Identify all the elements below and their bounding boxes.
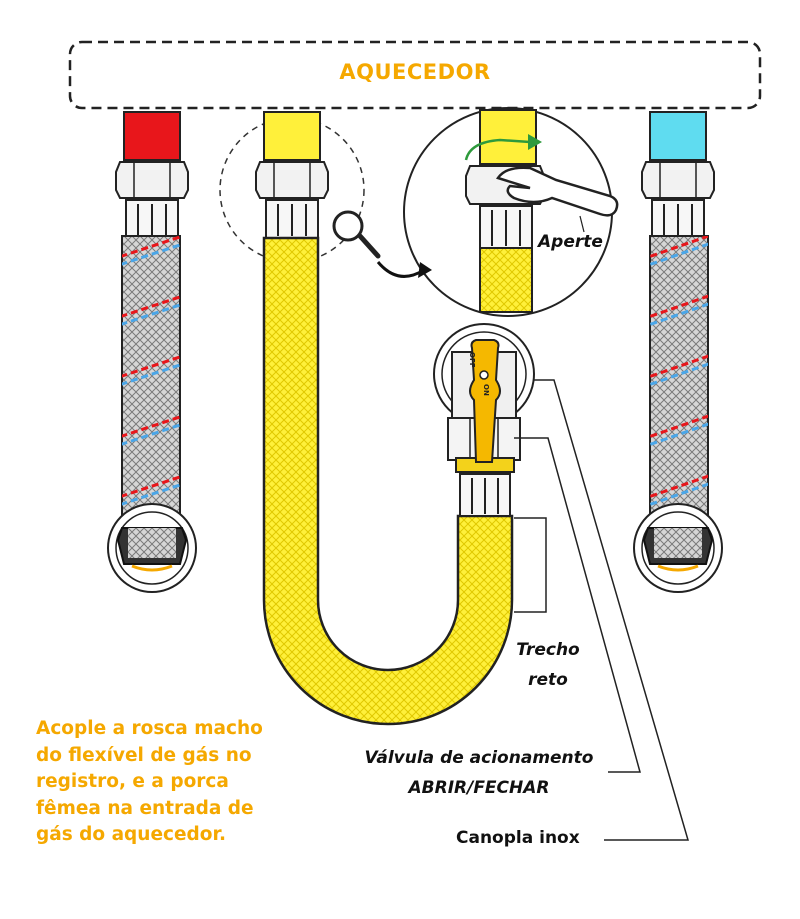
cold-inlet-pipe xyxy=(649,111,707,161)
gas-connection xyxy=(219,111,535,726)
straight-section-label-line1: Trecho xyxy=(516,640,580,660)
cold-water-connection xyxy=(633,111,723,593)
escutcheon-leader-line xyxy=(534,379,689,841)
valve-leader-line xyxy=(514,437,641,773)
hot-hose-stripes xyxy=(122,236,180,506)
instruction-line: fêmea na entrada de xyxy=(36,797,254,819)
tighten-label: Aperte xyxy=(538,232,603,252)
straight-section-label-line2: reto xyxy=(528,670,568,690)
valve-label-line1: Válvula de acionamento xyxy=(364,748,594,768)
hot-braided-hose xyxy=(121,235,181,531)
cold-hex-nut xyxy=(641,161,715,199)
instruction-line: Acople a rosca macho xyxy=(36,718,263,739)
gas-hex-nut xyxy=(255,161,329,199)
hot-hex-nut xyxy=(115,161,189,199)
valve-off-marking: OFF xyxy=(468,352,476,368)
straight-section-bracket xyxy=(514,517,547,613)
heater-label: AQUECEDOR xyxy=(339,60,491,84)
instruction-line: do flexível de gás no xyxy=(36,744,252,766)
instruction-text: Acople a rosca macho do flexível de gás … xyxy=(36,716,306,849)
heater-box xyxy=(68,40,762,110)
hot-inlet-pipe xyxy=(123,111,181,161)
instruction-line: registro, e a porca xyxy=(36,771,229,792)
gas-u-hose xyxy=(262,236,514,726)
magnifier-icon xyxy=(332,210,381,259)
hot-water-connection xyxy=(107,111,197,593)
instruction-line: gás do aquecedor. xyxy=(36,824,226,845)
rotate-arrow-icon xyxy=(464,138,531,161)
escutcheon-label: Canopla inox xyxy=(456,828,580,848)
zoom-gas-pipe xyxy=(479,109,537,165)
valve-label-line2: ABRIR/FECHAR xyxy=(408,778,550,798)
valve-on-marking: ON xyxy=(482,384,490,396)
wrench-icon xyxy=(496,166,619,217)
valve-handle xyxy=(469,339,501,463)
cold-braided-hose xyxy=(649,235,709,531)
gas-inlet-pipe xyxy=(263,111,321,161)
zoom-inset xyxy=(403,107,619,317)
